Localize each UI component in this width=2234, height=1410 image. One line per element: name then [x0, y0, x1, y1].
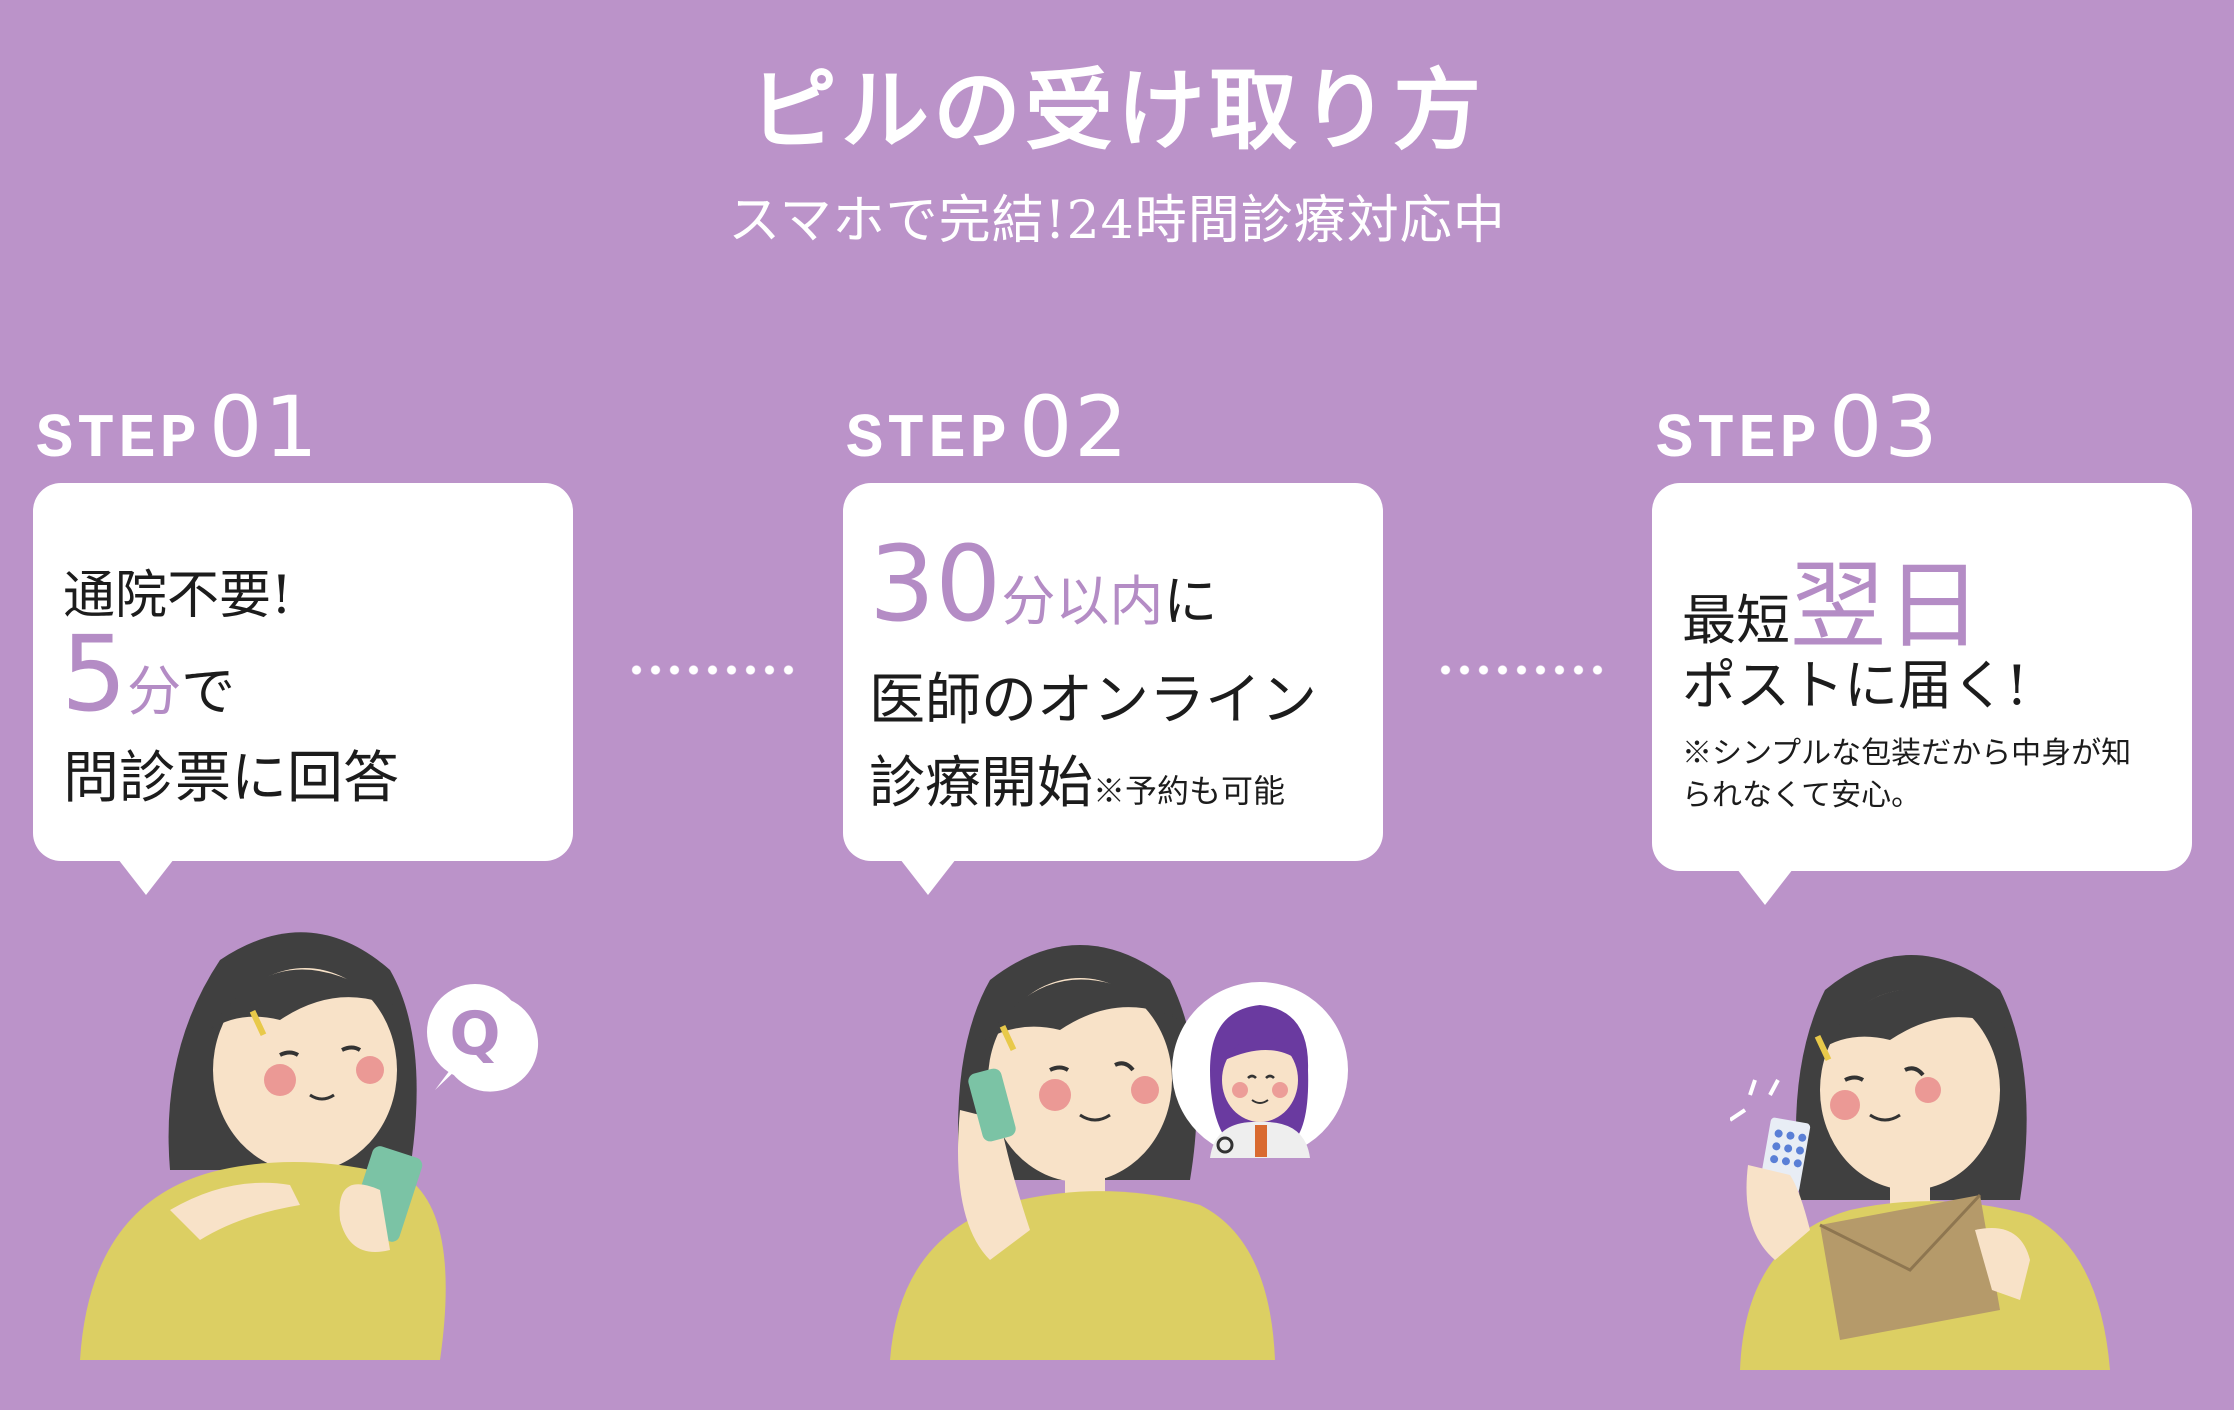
step-01-bubble: 通院不要! 5分で 問診票に回答 [33, 483, 573, 895]
step-02-accent-text: 分以内 [1001, 570, 1164, 633]
step-03-label: STEP03 [1656, 378, 1940, 476]
step-03-bubble: 最短翌日 ポストに届く! ※シンプルな包装だから中身が知 られなくて安心。 [1652, 483, 2192, 905]
step-number: 03 [1828, 378, 1940, 476]
step-word: STEP [1656, 404, 1821, 475]
step-02-bubble: 30分以内に 医師のオンライン 診療開始※予約も可能 [843, 483, 1383, 895]
step-02-big-number: 30 [869, 523, 1002, 645]
step-01-unit: 分 [127, 660, 182, 723]
bubble-tail [1737, 869, 1793, 905]
step-01-line-1: 通院不要! [63, 566, 292, 626]
page-subtitle: スマホで完結!24時間診療対応中 [728, 191, 1506, 251]
woman-with-phone-illustration: Q [80, 932, 539, 1360]
step-02-line-1: 30分以内に [869, 523, 1217, 645]
step-word: STEP [846, 404, 1011, 475]
step-02-label: STEP02 [846, 378, 1130, 476]
step-03-note-2: られなくて安心。 [1682, 778, 1922, 813]
step-01-big-number: 5 [61, 613, 128, 735]
page-title: ピルの受け取り方 [748, 58, 1485, 162]
step-02-particle: に [1163, 570, 1218, 633]
woman-with-pills-and-envelope-illustration [1730, 955, 2110, 1370]
step-word: STEP [36, 404, 201, 475]
step-02-line-2: 医師のオンライン [869, 668, 1317, 733]
q-letter: Q [449, 999, 500, 1069]
step-03-accent: 翌日 [1790, 550, 1982, 662]
step-03-note-1: ※シンプルな包装だから中身が知 [1682, 736, 2132, 771]
step-01-line-3: 問診票に回答 [63, 746, 399, 811]
dotted-connector-2 [1436, 664, 1606, 676]
step-02-note: ※予約も可能 [1093, 772, 1286, 810]
step-03-pre: 最短 [1682, 589, 1790, 652]
dotted-connector-1 [627, 664, 797, 676]
step-01-label: STEP01 [36, 378, 320, 476]
step-01-particle: で [181, 660, 236, 723]
step-03-line-1: 最短翌日 [1682, 528, 1982, 667]
step-02-line-3-text: 診療開始 [869, 751, 1093, 816]
step-number: 02 [1018, 378, 1130, 476]
step-03-line-2: ポストに届く! [1682, 654, 2028, 717]
bubble-tail [118, 859, 174, 895]
bubble-tail [900, 859, 956, 895]
woman-calling-doctor-illustration [890, 945, 1348, 1360]
step-01-line-2: 5分で [61, 613, 235, 735]
step-02-line-3: 診療開始※予約も可能 [869, 738, 1285, 819]
step-number: 01 [208, 378, 320, 476]
